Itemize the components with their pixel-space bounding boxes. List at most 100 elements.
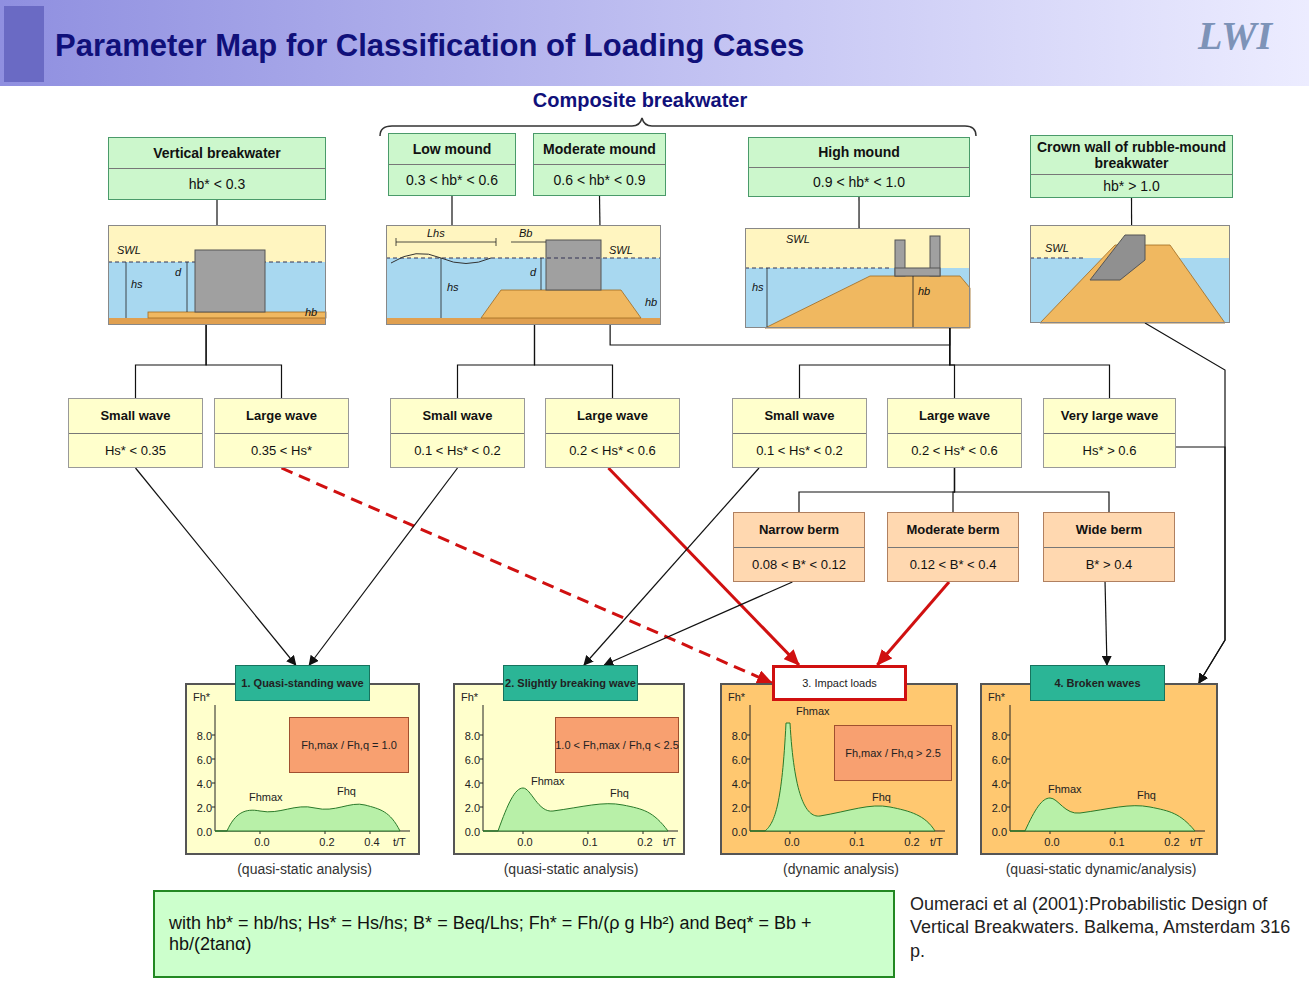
connector-line: [950, 328, 955, 398]
analysis-caption: (quasi-static analysis): [455, 861, 687, 877]
connector-arrow: [1145, 323, 1225, 683]
connector-line: [458, 325, 535, 398]
box-heading: Large wave: [888, 399, 1021, 433]
dimension-label: hs: [131, 278, 143, 290]
analysis-caption: (dynamic analysis): [722, 861, 960, 877]
force-time-chart: [1007, 705, 1205, 834]
box-heading: Small wave: [391, 399, 524, 433]
reference-caption: Oumeraci et al (2001):Probabilistic Desi…: [910, 893, 1305, 963]
chart-label: Fhq: [337, 785, 356, 797]
wave-class-box: Large wave0.2 < Hs* < 0.6: [887, 398, 1022, 468]
box-heading: Moderate berm: [888, 513, 1018, 547]
connector-line: [950, 328, 1110, 398]
parameter-range: 0.1 < Hs* < 0.2: [733, 433, 866, 468]
chart-label: 0.2: [902, 836, 922, 848]
connector-arrow: [877, 582, 949, 665]
box-text: Fh,max / Fh,q = 1.0: [301, 739, 397, 751]
chart-label: Fh*: [461, 691, 478, 703]
title-stripe: [4, 6, 44, 82]
chart-label: 0.2: [317, 836, 337, 848]
connector-line: [599, 196, 601, 225]
chart-label: 0.2: [635, 836, 655, 848]
box-heading: Vertical breakwater: [109, 138, 325, 168]
chart-label: 8.0: [188, 730, 212, 742]
chart-label: 0.2: [1162, 836, 1182, 848]
chart-label: 0.1: [580, 836, 600, 848]
chart-label: t/T: [1190, 836, 1203, 848]
chart-label: Fhmax: [1048, 783, 1082, 795]
parameter-range: 0.35 < Hs*: [215, 433, 348, 468]
chart-label: 4.0: [456, 778, 480, 790]
chart-label: 8.0: [723, 730, 747, 742]
parameter-range: 0.12 < B* < 0.4: [888, 547, 1018, 582]
box-text: with hb* = hb/hs; Hs* = Hs/hs; B* = Beq/…: [169, 913, 879, 955]
berm-class-box: Moderate berm0.12 < B* < 0.4: [887, 512, 1019, 582]
connector-line: [136, 325, 207, 398]
force-time-chart: [212, 705, 410, 834]
dimension-label: hs: [752, 281, 764, 293]
chart-label: 2.0: [456, 802, 480, 814]
parameter-range: Hs* > 0.6: [1044, 433, 1175, 468]
connector-line: [206, 325, 281, 398]
chart-label: t/T: [663, 836, 676, 848]
box-text: 2. Slightly breaking wave: [505, 677, 636, 689]
wave-class-box: Very large waveHs* > 0.6: [1043, 398, 1176, 468]
parameter-range: 0.08 < B* < 0.12: [734, 547, 864, 582]
definition-box: with hb* = hb/hs; Hs* = Hs/hs; B* = Beq/…: [153, 890, 895, 978]
loading-case-panel: 3. Impact loadsFh,max / Fh,q > 2.5(dynam…: [720, 683, 958, 855]
box-heading: Very large wave: [1044, 399, 1175, 433]
dimension-label: SWL: [786, 233, 810, 245]
chart-label: 6.0: [188, 754, 212, 766]
box-heading: Wide berm: [1044, 513, 1174, 547]
dimension-label: hb: [918, 285, 930, 297]
chart-label: 0.0: [782, 836, 802, 848]
berm-class-box: Wide bermB* > 0.4: [1043, 512, 1175, 582]
parameter-range: 0.9 < hb* < 1.0: [749, 167, 969, 197]
panel-ground: [720, 683, 958, 855]
logo: LWI: [1165, 12, 1305, 59]
structure-type-box: Moderate mound0.6 < hb* < 0.9: [533, 133, 666, 196]
chart-label: Fhq: [610, 787, 629, 799]
box-heading: Crown wall of rubble-mound breakwater: [1031, 136, 1232, 174]
chart-label: 0.4: [362, 836, 382, 848]
box-heading: Small wave: [733, 399, 866, 433]
chart-label: 0.0: [456, 826, 480, 838]
parameter-range: B* > 0.4: [1044, 547, 1174, 582]
connector-line: [1131, 198, 1132, 225]
parameter-range: hb* > 1.0: [1031, 174, 1232, 197]
dimension-label: hb: [305, 306, 317, 318]
chart-label: 4.0: [723, 778, 747, 790]
box-heading: Moderate mound: [534, 134, 665, 164]
parameter-range: 0.2 < Hs* < 0.6: [546, 433, 679, 468]
connector-arrow: [604, 582, 792, 665]
box-text: 3. Impact loads: [802, 677, 877, 689]
page-title: Parameter Map for Classification of Load…: [55, 28, 804, 64]
connector-arrow: [309, 468, 457, 665]
chart-label: 0.0: [983, 826, 1007, 838]
analysis-caption: (quasi-static analysis): [187, 861, 422, 877]
chart-label: Fh*: [728, 691, 745, 703]
loading-case-tag: 1. Quasi-standing wave: [235, 665, 370, 701]
chart-label: t/T: [930, 836, 943, 848]
chart-label: 6.0: [983, 754, 1007, 766]
box-heading: Large wave: [546, 399, 679, 433]
dimension-label: hb: [645, 296, 657, 308]
connector-line: [451, 196, 452, 225]
wave-class-box: Small wave0.1 < Hs* < 0.2: [390, 398, 525, 468]
chart-label: Fhmax: [531, 775, 565, 787]
connector-line: [858, 197, 859, 228]
chart-label: 0.0: [188, 826, 212, 838]
connector-arrow: [136, 468, 296, 665]
chart-label: 6.0: [723, 754, 747, 766]
chart-label: Fhmax: [796, 705, 830, 717]
chart-label: 4.0: [983, 778, 1007, 790]
dimension-label: SWL: [117, 244, 141, 256]
high-mound-sketch: [745, 228, 970, 328]
box-heading: Large wave: [215, 399, 348, 433]
force-ratio-box: Fh,max / Fh,q > 2.5: [834, 725, 952, 781]
connector-arrow: [1105, 582, 1107, 665]
box-text: Fh,max / Fh,q > 2.5: [845, 747, 941, 759]
chart-label: Fhq: [1137, 789, 1156, 801]
box-heading: Small wave: [69, 399, 202, 433]
